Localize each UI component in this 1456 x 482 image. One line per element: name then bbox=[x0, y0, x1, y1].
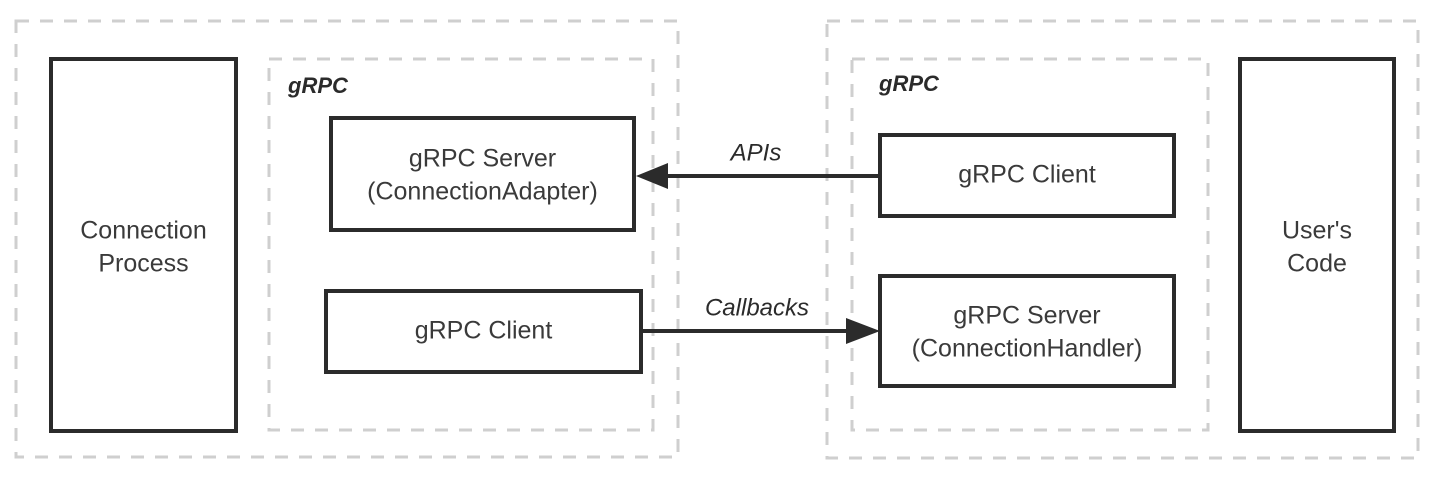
node-grpc-client-right[interactable] bbox=[878, 133, 1176, 218]
edge-callbacks-arrowhead-icon bbox=[846, 318, 880, 344]
node-grpc-client-left[interactable] bbox=[324, 289, 643, 374]
edge-callbacks-label: Callbacks bbox=[705, 294, 809, 321]
node-connection-process-line2: Process bbox=[98, 250, 188, 278]
node-grpc-server-connection-handler[interactable] bbox=[878, 274, 1176, 388]
group-right-process-boundary bbox=[825, 19, 1420, 460]
node-grpc-server-connection-adapter[interactable] bbox=[329, 116, 636, 232]
group-left-grpc-label: gRPC bbox=[287, 73, 349, 98]
group-right-grpc-label: gRPC bbox=[878, 71, 940, 96]
node-grpc-server-connection-adapter-line2: (ConnectionAdapter) bbox=[367, 178, 598, 206]
node-connection-process-line1: Connection bbox=[80, 217, 206, 245]
node-users-code-line2: Code bbox=[1287, 250, 1347, 278]
group-left-process-boundary bbox=[14, 19, 680, 459]
node-grpc-server-connection-handler-line1: gRPC Server bbox=[953, 302, 1100, 330]
group-left-grpc-boundary bbox=[267, 57, 655, 432]
edge-apis-arrowhead-icon bbox=[636, 163, 668, 189]
group-right-grpc-boundary bbox=[850, 57, 1210, 432]
node-grpc-server-connection-adapter-line1: gRPC Server bbox=[409, 145, 556, 173]
node-grpc-client-left-label: gRPC Client bbox=[415, 317, 553, 345]
node-grpc-client-right-label: gRPC Client bbox=[958, 161, 1096, 189]
node-users-code-line1: User's bbox=[1282, 217, 1352, 245]
node-grpc-server-connection-handler-line2: (ConnectionHandler) bbox=[912, 335, 1143, 363]
node-users-code[interactable] bbox=[1238, 57, 1396, 433]
edge-apis-label: APIs bbox=[729, 139, 782, 166]
node-connection-process[interactable] bbox=[49, 57, 238, 433]
